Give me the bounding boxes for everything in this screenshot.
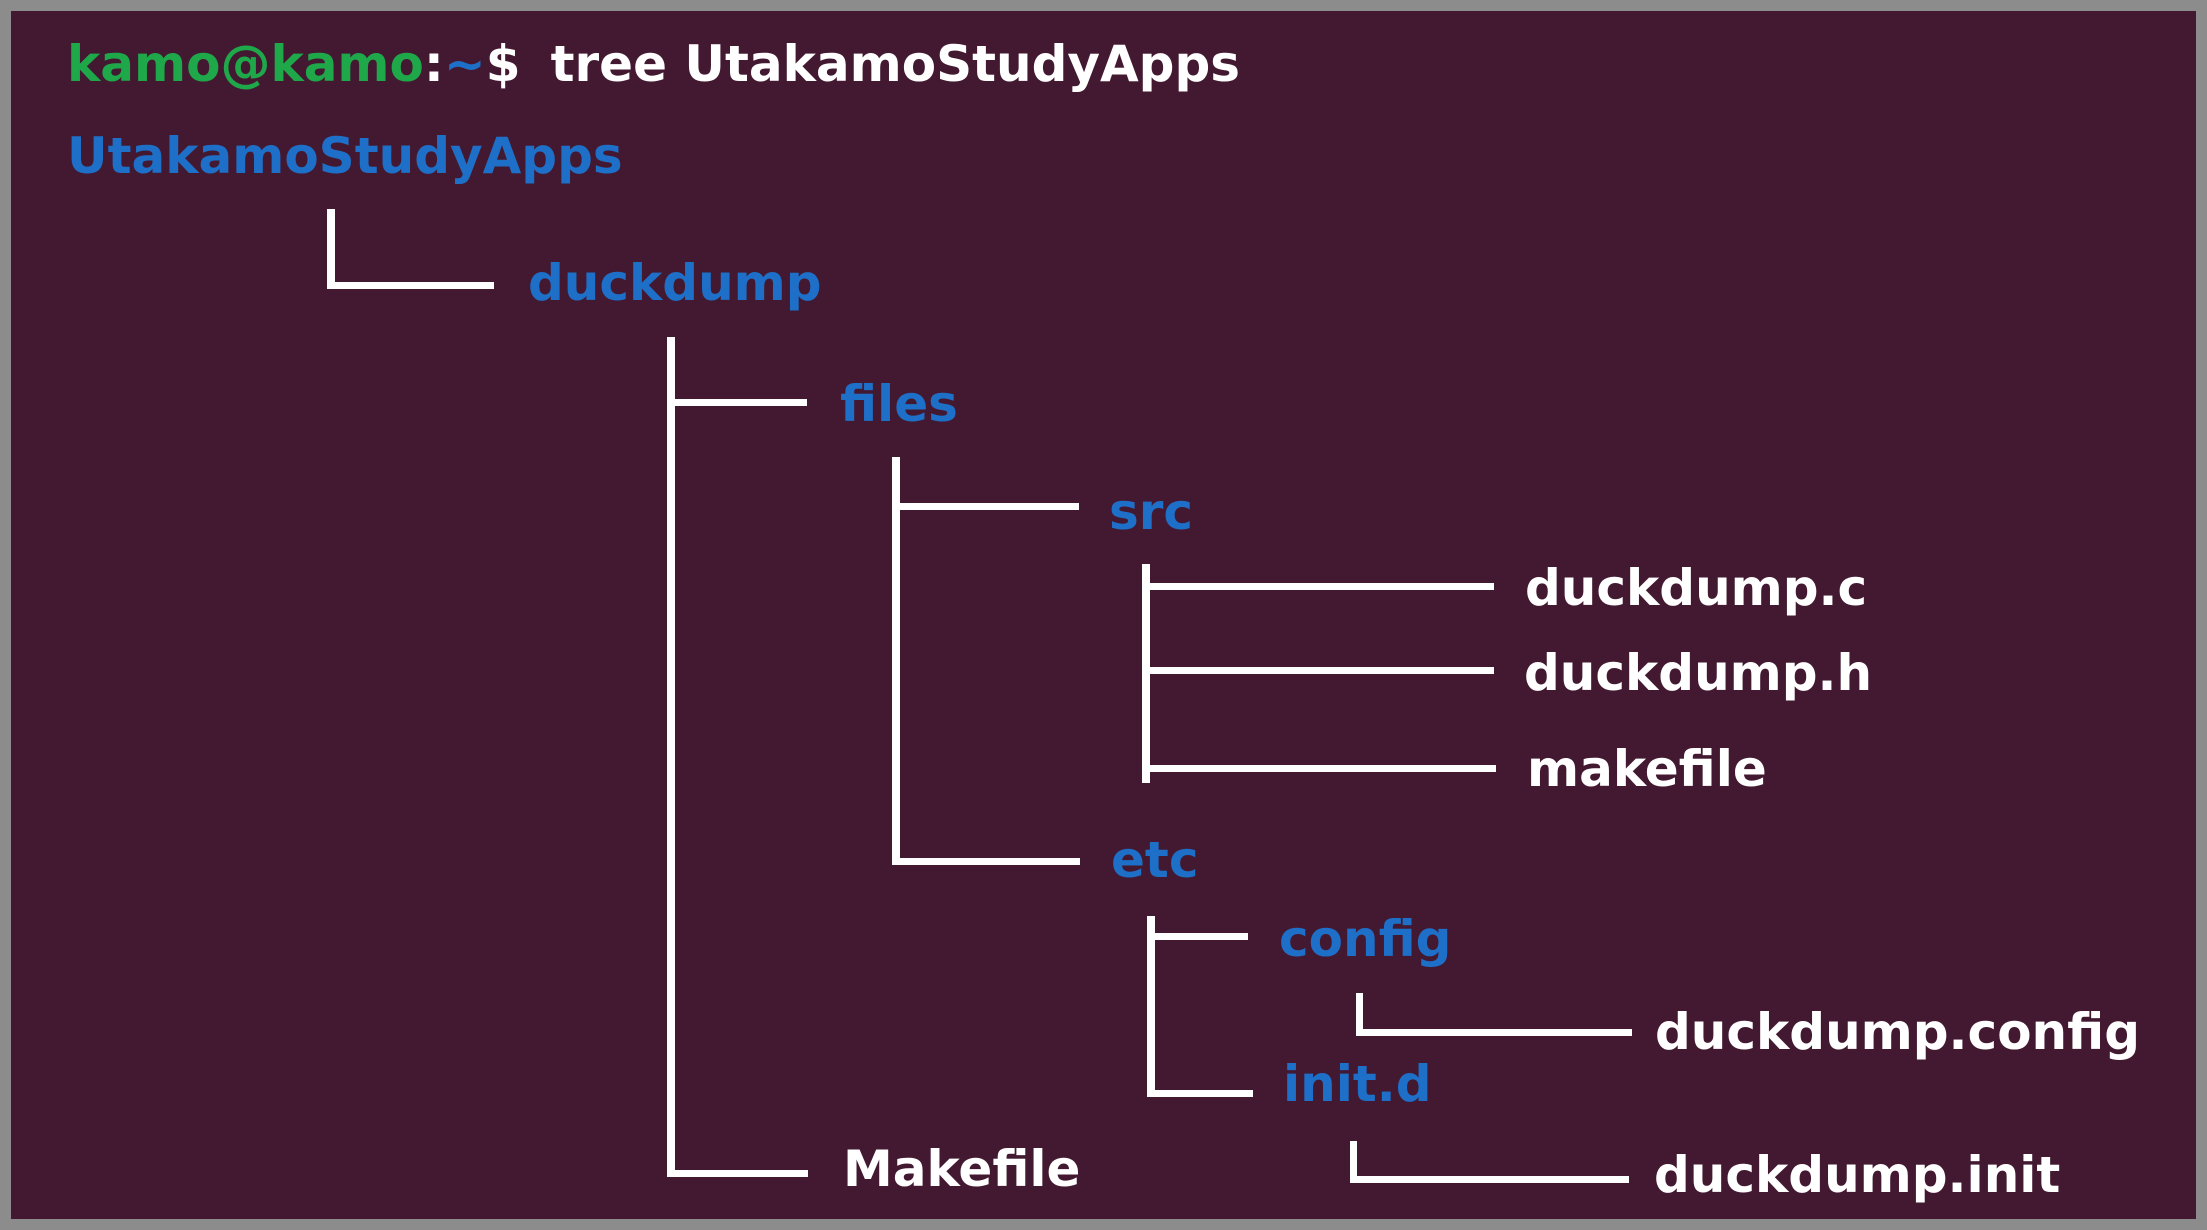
tree-dir-config: config: [1279, 910, 1452, 968]
prompt-path: ~: [443, 35, 486, 93]
connector-root-duckdump: [327, 282, 494, 289]
connector-init-d-vertical: [1350, 1141, 1357, 1183]
tree-dir-duckdump: duckdump: [528, 254, 822, 312]
connector-config-vertical: [1356, 993, 1363, 1036]
tree-file-makefile-top: Makefile: [843, 1140, 1081, 1198]
connector-src-makefile: [1142, 765, 1496, 772]
connector-duckdump-files: [667, 399, 807, 406]
terminal-window[interactable]: kamo@kamo:~$tree UtakamoStudyApps Utakam…: [11, 11, 2196, 1219]
prompt-colon: :: [423, 35, 444, 93]
tree-file-duckdump-h: duckdump.h: [1524, 644, 1873, 702]
tree-file-duckdump-init: duckdump.init: [1654, 1146, 2061, 1204]
connector-init-d-duckdump-init: [1350, 1176, 1629, 1183]
tree-root-dir: UtakamoStudyApps: [67, 127, 623, 185]
tree-dir-etc: etc: [1111, 831, 1199, 889]
tree-file-makefile-src: makefile: [1527, 740, 1767, 798]
connector-etc-init-d: [1147, 1090, 1253, 1097]
tree-file-duckdump-c: duckdump.c: [1525, 559, 1868, 617]
prompt-line: kamo@kamo:~$tree UtakamoStudyApps: [67, 39, 1240, 89]
tree-dir-files: files: [840, 375, 958, 433]
prompt-user-host: kamo@kamo: [67, 35, 424, 93]
connector-duckdump-makefile: [667, 1170, 808, 1177]
tree-file-duckdump-config: duckdump.config: [1655, 1003, 2140, 1061]
connector-config-duckdump-config: [1356, 1029, 1632, 1036]
connector-etc-vertical: [1147, 916, 1155, 1097]
prompt-command: tree UtakamoStudyApps: [550, 35, 1240, 93]
connector-src-duckdump-h: [1142, 667, 1494, 674]
prompt-symbol: $: [485, 35, 521, 93]
connector-duckdump-vertical: [667, 337, 675, 1177]
connector-etc-config: [1147, 933, 1248, 940]
connector-files-etc: [892, 858, 1080, 865]
connector-src-duckdump-c: [1142, 583, 1494, 590]
tree-dir-init-d: init.d: [1283, 1055, 1432, 1113]
connector-root-vertical: [327, 209, 335, 289]
connector-files-vertical: [892, 457, 900, 865]
tree-dir-src: src: [1109, 483, 1194, 541]
connector-files-src: [892, 503, 1079, 510]
